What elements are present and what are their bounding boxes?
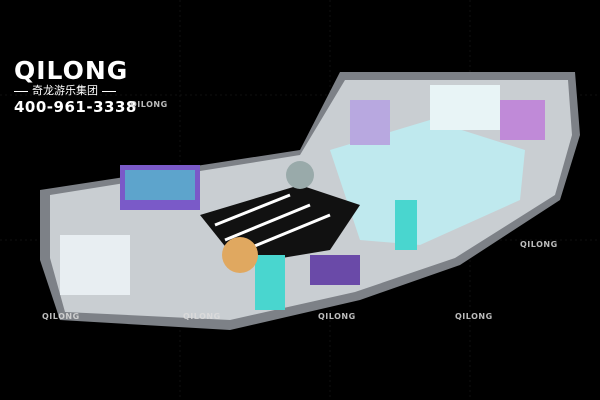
space-panel — [125, 170, 195, 200]
toddler-area — [60, 235, 130, 295]
back-structure — [430, 85, 500, 130]
back-panel — [500, 100, 545, 140]
logo-subtitle-row: 奇龙游乐集团 — [14, 84, 137, 98]
carousel — [222, 237, 258, 273]
watermark: QILONG — [42, 312, 80, 321]
ball-pit — [330, 120, 525, 245]
logo-phone: 400-961-3338 — [14, 98, 137, 116]
tube-slide — [286, 161, 314, 189]
logo-subtitle: 奇龙游乐集团 — [32, 84, 98, 97]
watermark: QILONG — [318, 312, 356, 321]
watermark: QILONG — [455, 312, 493, 321]
watermark: QILONG — [130, 100, 168, 109]
entrance-arch — [310, 255, 360, 285]
brand-logo: QILONG 奇龙游乐集团 400-961-3338 — [14, 58, 137, 116]
watermark: QILONG — [183, 312, 221, 321]
tower-right — [395, 200, 417, 250]
logo-brand: QILONG — [14, 56, 129, 85]
watermark: QILONG — [520, 240, 558, 249]
slides — [350, 100, 390, 145]
tower — [255, 255, 285, 310]
